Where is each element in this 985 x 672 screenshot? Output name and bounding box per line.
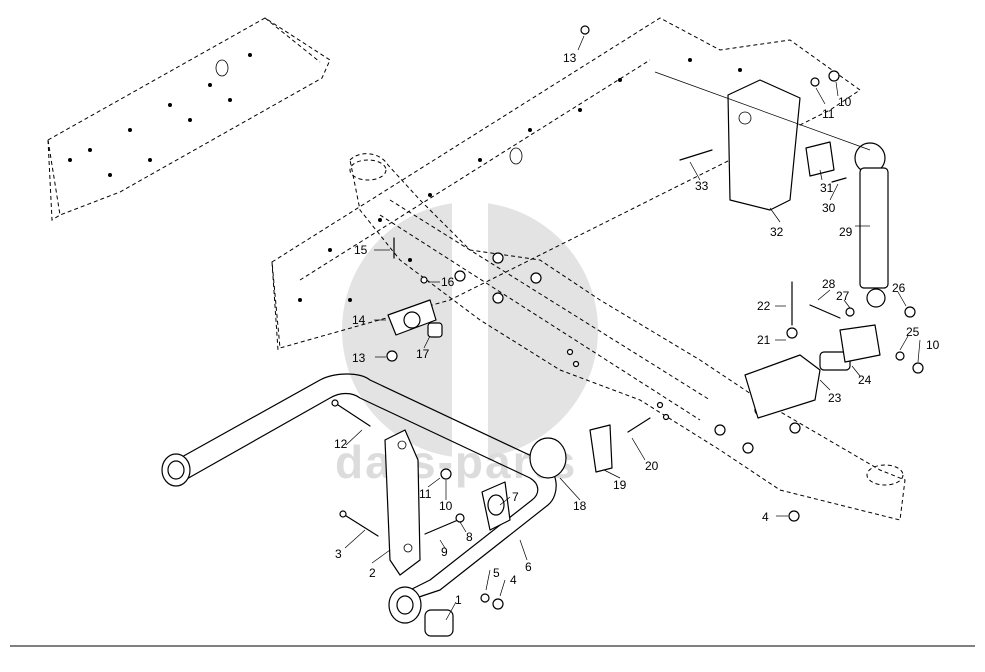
callout-33: 33 [695,179,709,193]
lower-shock-mount [744,324,881,419]
callout-17: 17 [416,347,430,361]
callout-5: 5 [493,566,500,580]
callout-24: 24 [858,373,872,387]
leader-lines [344,35,921,621]
watermark: dats-parts [335,180,598,488]
callout-30: 30 [822,201,836,215]
upper-bracket [387,299,443,338]
callout-26: 26 [892,281,906,295]
clamp [481,481,511,531]
callout-4b: 4 [762,510,769,524]
callout-10c: 10 [926,338,940,352]
callout-19: 19 [613,478,627,492]
callout-20: 20 [645,459,659,473]
callout-1: 1 [455,593,462,607]
callout-16: 16 [441,275,455,289]
callout-12: 12 [334,437,348,451]
callout-6: 6 [525,560,532,574]
callout-25: 25 [906,325,920,339]
callout-7: 7 [512,490,519,504]
callout-23: 23 [828,391,842,405]
callout-22: 22 [757,299,771,313]
shock-bracket [727,79,835,211]
callout-8: 8 [466,530,473,544]
callout-2: 2 [369,566,376,580]
callout-18: 18 [573,499,587,513]
callout-3: 3 [335,547,342,561]
callout-9: 9 [441,545,448,559]
callout-15: 15 [354,243,368,257]
bushing [388,586,454,637]
link-rod [384,429,421,576]
callout-11b: 11 [822,107,835,121]
axle-bushing [529,424,613,479]
callout-13a: 13 [563,51,577,65]
shock-absorber [854,142,889,308]
callout-21: 21 [757,333,771,347]
callout-13b: 13 [352,351,366,365]
callout-32: 32 [770,225,784,239]
callout-14: 14 [352,313,366,327]
callout-10a: 10 [439,499,453,513]
callout-29: 29 [839,225,853,239]
callout-27: 27 [836,289,850,303]
callout-11a: 11 [419,487,432,501]
callout-31: 31 [820,181,834,195]
right-frame-rail [271,17,861,351]
callout-labels: 1 2 3 4 4 5 6 7 8 9 10 10 10 11 11 12 13… [334,51,940,607]
left-frame-rail [47,17,331,221]
callout-10b: 10 [838,95,852,109]
callout-4a: 4 [510,573,517,587]
callout-28: 28 [822,277,836,291]
